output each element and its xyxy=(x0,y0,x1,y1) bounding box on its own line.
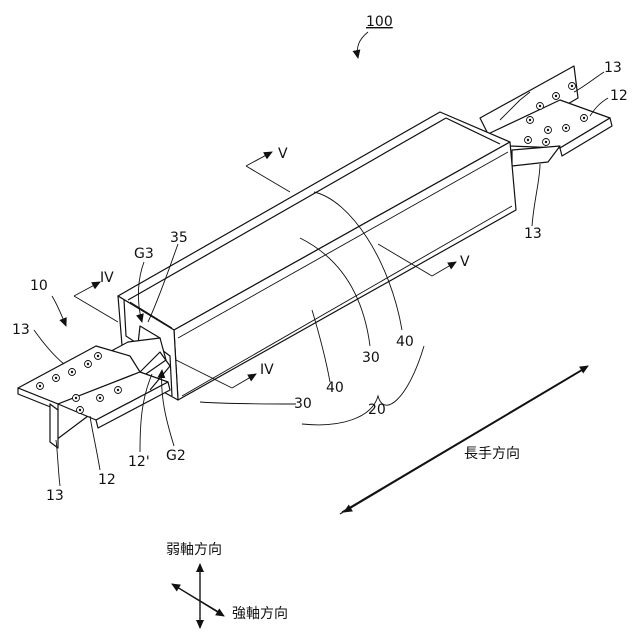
label-G3: G3 xyxy=(134,246,154,262)
label-section-V-b: V xyxy=(460,254,470,270)
label-13-right-top: 13 xyxy=(604,60,622,76)
label-40-a: 40 xyxy=(396,334,414,350)
label-20: 20 xyxy=(368,402,386,418)
label-section-V-a: V xyxy=(278,146,288,162)
label-G2: G2 xyxy=(166,448,186,464)
label-100: 100 xyxy=(366,14,393,30)
left-end-bracket xyxy=(18,338,170,448)
label-longitudinal-direction: 長手方向 xyxy=(464,446,520,462)
label-30-a: 30 xyxy=(362,350,380,366)
label-30-b: 30 xyxy=(294,396,312,412)
label-12-right: 12 xyxy=(610,88,628,104)
label-35: 35 xyxy=(170,230,188,246)
label-12-left: 12 xyxy=(98,472,116,488)
label-12-prime: 12' xyxy=(128,454,150,470)
label-10: 10 xyxy=(30,278,48,294)
label-13-left-bottom: 13 xyxy=(46,488,64,504)
label-strong-axis-direction: 強軸方向 xyxy=(232,606,288,622)
longitudinal-direction-arrow xyxy=(340,366,588,514)
label-40-b: 40 xyxy=(326,380,344,396)
label-13-left-top: 13 xyxy=(12,322,30,338)
label-weak-axis-direction: 弱軸方向 xyxy=(166,542,222,558)
label-section-IV-b: IV xyxy=(260,362,274,378)
label-13-right-bottom: 13 xyxy=(524,226,542,242)
label-section-IV-a: IV xyxy=(100,270,114,286)
axis-direction-arrows xyxy=(172,564,224,628)
main-box-body xyxy=(118,112,516,400)
